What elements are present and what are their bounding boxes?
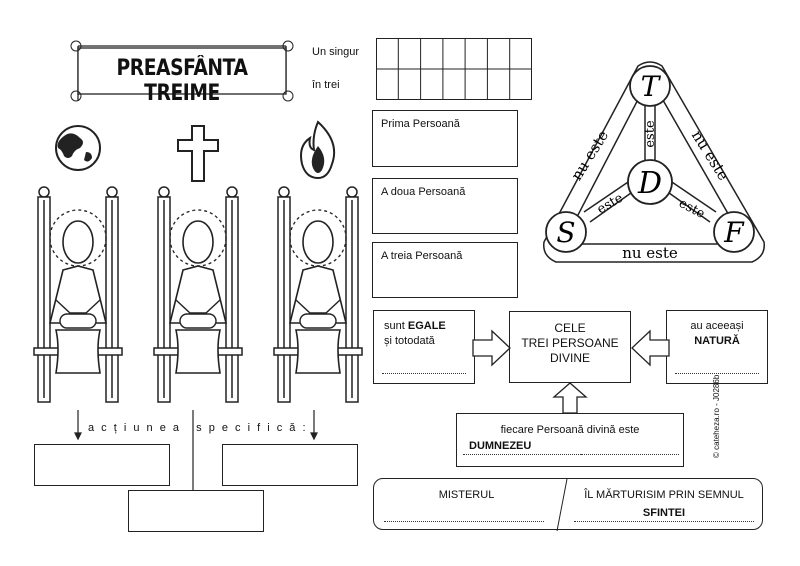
person-box-2[interactable]: A doua Persoană: [372, 178, 518, 234]
nu-este-left: nu este: [567, 127, 612, 184]
right-bold: NATURĂ: [694, 335, 740, 347]
page-title: PREASFÂNTA TREIME: [116, 56, 248, 106]
banner-right-answer[interactable]: [574, 521, 754, 522]
shield-letter-t: T: [641, 70, 662, 103]
divine-answer-line-2[interactable]: [581, 454, 679, 455]
trinity-figures: [33, 120, 363, 403]
flame-icon: [300, 120, 336, 180]
person-label-1: Prima Persoană: [381, 118, 460, 130]
grid-row2-label: în trei: [312, 79, 340, 91]
arrow-left-icon: [631, 329, 670, 367]
nu-este-bottom: nu este: [622, 244, 678, 262]
shield-letter-f: F: [723, 216, 745, 249]
scroll-icon: [70, 40, 294, 102]
banner-left-text: MISTERUL: [438, 489, 495, 501]
person-box-1[interactable]: Prima Persoană: [372, 110, 518, 167]
center-line-3: DIVINE: [549, 351, 590, 365]
center-line-1: CELE: [554, 321, 586, 335]
shield-letter-d: D: [637, 166, 662, 201]
right-answer-line[interactable]: [675, 373, 759, 374]
left-box[interactable]: sunt EGALE și totodată: [373, 310, 475, 384]
este-top: este: [643, 120, 658, 148]
divine-answer-line[interactable]: [463, 454, 581, 455]
grid-row1-label: Un singur: [312, 46, 360, 58]
left-bold: EGALE: [407, 320, 446, 332]
right-text: au aceeași: [690, 320, 744, 332]
divine-box[interactable]: fiecare Persoană divină este DUMNEZEU: [456, 413, 684, 467]
center-box: CELE TREI PERSOANE DIVINE: [509, 311, 631, 383]
action-box-1[interactable]: [34, 444, 170, 486]
arrow-up-icon: [552, 382, 588, 414]
person-label-2: A doua Persoană: [381, 186, 466, 198]
person-label-3: A treia Persoană: [381, 250, 463, 262]
arrow-right-icon: [472, 329, 511, 367]
divine-bold: DUMNEZEU: [469, 440, 532, 452]
banner-right-bold: SFINTEI: [642, 507, 686, 519]
center-line-2: TREI PERSOANE: [521, 336, 619, 350]
action-box-2[interactable]: [128, 490, 264, 532]
trinity-shield-diagram: T D S F este este este nu este nu este n…: [543, 61, 765, 263]
banner-divider: [556, 479, 568, 531]
right-box[interactable]: au aceeași NATURĂ: [666, 310, 768, 384]
globe-icon: [55, 125, 101, 171]
banner-left-answer[interactable]: [384, 521, 544, 522]
title-scroll: PREASFÂNTA TREIME: [66, 38, 296, 106]
final-banner[interactable]: MISTERUL ÎL MĂRTURISIM PRIN SEMNUL SFINT…: [373, 478, 763, 531]
banner-right-text: ÎL MĂRTURISIM PRIN SEMNUL: [584, 489, 744, 501]
divine-text: fiecare Persoană divină este: [500, 424, 640, 436]
este-right: este: [676, 196, 707, 222]
person-box-3[interactable]: A treia Persoană: [372, 242, 518, 298]
credit-text: © cateheza.ro - J0286b: [712, 374, 721, 458]
shield-letter-s: S: [556, 216, 575, 249]
action-arrows: [74, 410, 318, 499]
este-left: este: [595, 191, 626, 218]
left-text-2: și totodată: [384, 335, 435, 347]
cross-icon: [177, 125, 219, 182]
left-text-1: sunt: [384, 320, 408, 332]
action-label: a c ț i u n e a s p e c i f i c ă :: [88, 422, 308, 434]
action-box-3[interactable]: [222, 444, 358, 486]
letter-grid[interactable]: [376, 38, 532, 100]
left-answer-line[interactable]: [382, 373, 466, 374]
